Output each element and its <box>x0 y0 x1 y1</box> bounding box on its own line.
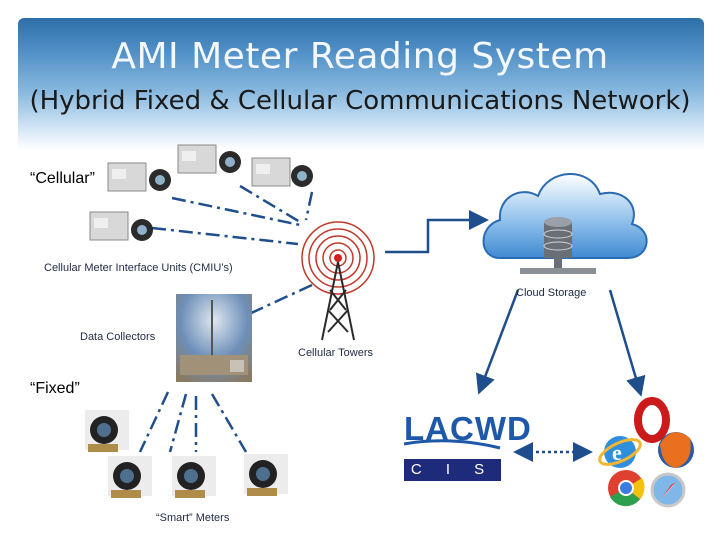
ie-browser-icon: e <box>598 436 642 468</box>
cellular-label: “Cellular” <box>30 170 95 187</box>
cmiu-device-icon <box>251 157 313 187</box>
opera-browser-icon <box>634 397 670 443</box>
water-meter-icon <box>85 410 129 452</box>
water-meter-icon <box>108 456 152 498</box>
cloud-storage-label: Cloud Storage <box>516 287 587 299</box>
title-banner <box>18 18 704 150</box>
safari-browser-icon <box>650 472 686 508</box>
smart-meters-label: “Smart” Meters <box>156 512 230 524</box>
cloud-icon <box>482 173 648 259</box>
database-icon <box>520 217 596 274</box>
water-meter-icon <box>244 454 288 496</box>
cmiu-label: Cellular Meter Interface Units (CMIU’s) <box>44 262 233 274</box>
fixed-label: “Fixed” <box>30 380 80 397</box>
cmiu-device-icon <box>107 162 171 192</box>
chrome-browser-icon <box>608 470 645 507</box>
cmiu-links <box>151 184 314 246</box>
firefox-browser-icon <box>658 432 694 468</box>
cmiu-device-icon <box>89 211 153 241</box>
cmiu-device-icon <box>177 144 241 174</box>
cis-label: C I S <box>404 459 501 481</box>
cellular-towers-label: Cellular Towers <box>298 347 373 359</box>
cloud-cis-link <box>475 289 520 395</box>
tower-cloud-link <box>385 210 489 254</box>
page-subtitle: (Hybrid Fixed & Cellular Communications … <box>29 86 691 116</box>
cloud-browsers-link <box>608 289 646 397</box>
lacwd-logo: LACWD <box>404 410 532 447</box>
logo-swoosh <box>403 439 501 450</box>
water-meter-icon <box>172 456 216 498</box>
smart-meter-links <box>138 391 248 453</box>
collector-site-photo <box>176 294 252 382</box>
data-collectors-label: Data Collectors <box>80 331 156 343</box>
page-title: AMI Meter Reading System <box>111 36 609 77</box>
collector-tower-link <box>235 283 313 322</box>
svg-text:e: e <box>612 440 622 465</box>
cell-tower-icon <box>301 221 375 341</box>
